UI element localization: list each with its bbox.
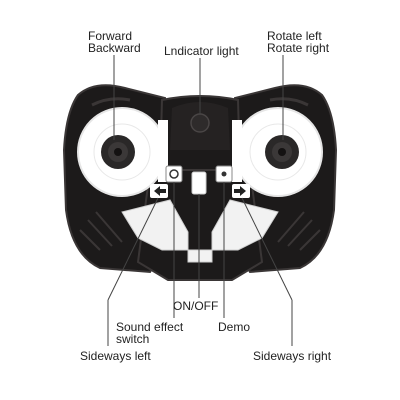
bottom-plate [121, 199, 279, 263]
indicator-light [190, 113, 210, 133]
label-rotate-left: Rotate left [267, 29, 322, 43]
label-sound-effect-switch: Sound effect switch [116, 321, 183, 345]
arrow-left-icon[interactable] [150, 184, 168, 198]
label-indicator-light: Lndicator light [164, 44, 239, 58]
leader-lines [107, 55, 293, 346]
sound-effect-button[interactable] [165, 165, 183, 183]
label-sideways-right: Sideways right [253, 349, 332, 363]
label-rotate: Rotate left Rotate right [267, 30, 329, 54]
label-forward: Forward [88, 29, 133, 43]
label-backward: Backward [88, 41, 141, 55]
label-rotate-right: Rotate right [267, 41, 330, 55]
label-sound-effect: Sound effect [116, 320, 184, 334]
left-stick[interactable] [77, 107, 168, 197]
power-switch[interactable] [191, 171, 207, 195]
label-forward-backward: Forward Backward [88, 30, 141, 54]
label-sideways-left: Sideways left [80, 349, 151, 363]
arrow-right-icon[interactable] [232, 184, 250, 198]
label-on-off: ON/OFF [173, 299, 219, 313]
leader-sideways-right [241, 197, 293, 301]
demo-button[interactable] [215, 165, 233, 183]
label-demo: Demo [218, 320, 251, 334]
right-stick[interactable] [232, 107, 323, 197]
leader-sideways-left [107, 197, 159, 301]
label-switch: switch [116, 332, 150, 346]
